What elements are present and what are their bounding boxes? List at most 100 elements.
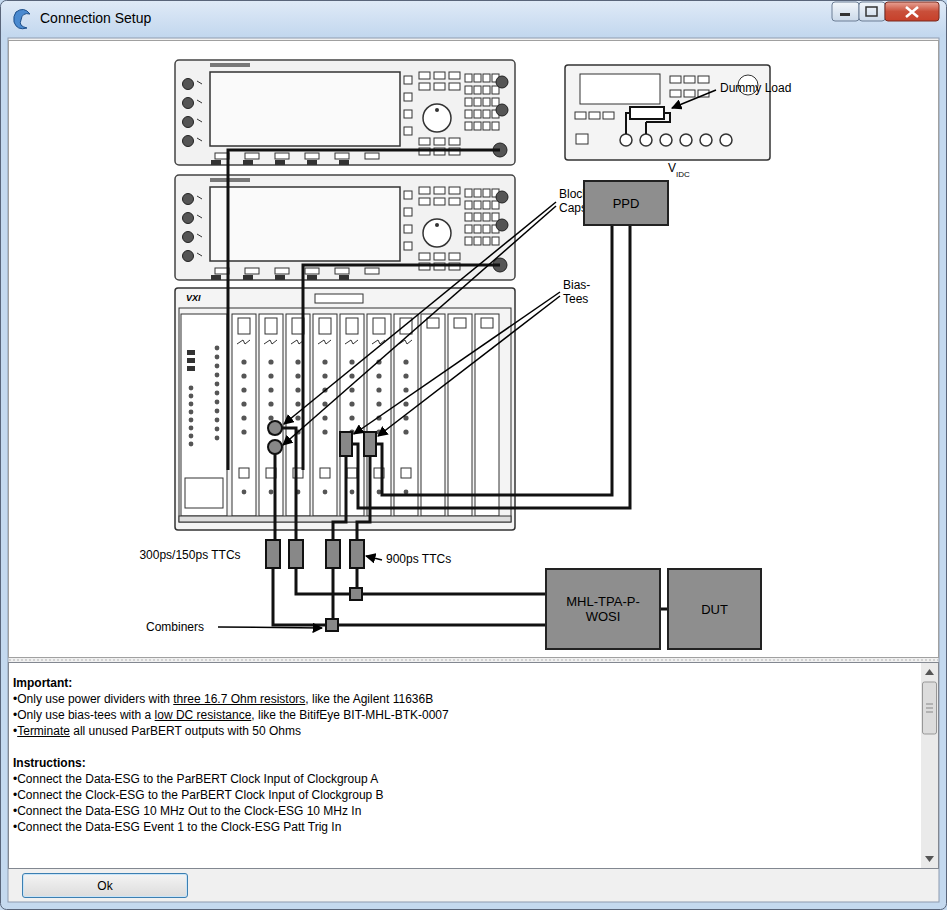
callout-label: Bias-Tees: [563, 278, 605, 306]
cable: [333, 456, 346, 540]
instruction-text: three 16.7 Ohm resistors: [173, 692, 305, 706]
leader-line: [366, 556, 382, 560]
callout-label: Combiners: [146, 620, 204, 634]
module-connector: [376, 373, 381, 378]
keypad-key: [474, 86, 481, 94]
module-slot: [448, 314, 472, 516]
side-key: [404, 110, 412, 118]
minimize-button: [832, 2, 859, 21]
module-port: [239, 468, 249, 478]
callout-label: 300ps/150ps TTCs: [132, 548, 248, 562]
ppd-box: PPD: [583, 180, 669, 226]
meter-key: [684, 76, 695, 83]
controller-led: [189, 418, 194, 423]
module-port: [347, 468, 357, 478]
function-key: [434, 83, 445, 90]
cables: [228, 150, 630, 625]
panel-line: •Connect the Data-ESG Event 1 to the Clo…: [13, 819, 913, 835]
bottom-port: [243, 275, 253, 280]
instructions-panel: Important:•Only use power dividers with …: [13, 675, 913, 835]
controller-led: [189, 386, 194, 391]
controller-key: [187, 358, 195, 363]
splitter: [9, 660, 938, 661]
controller-led: [189, 402, 194, 407]
module-label: [318, 340, 331, 344]
panel-line: [13, 739, 913, 755]
bottom-port: [275, 275, 285, 280]
voltage-subscript: IDC: [676, 168, 690, 182]
module-slot: [421, 314, 445, 516]
thumb-grip: [926, 704, 933, 712]
node-text: MHL-TPA-P-WOSI: [547, 594, 659, 624]
cable: [296, 568, 350, 594]
module-connector: [268, 373, 273, 378]
keypad-key: [483, 237, 490, 245]
instruction-text: low DC resistance: [155, 708, 252, 722]
soft-key: [305, 153, 319, 159]
cable: [376, 226, 612, 495]
controller-slot: [185, 478, 223, 508]
cable: [357, 456, 370, 540]
instruction-text: •Only use power dividers with: [13, 692, 173, 706]
blocking-cap: [268, 440, 282, 454]
section-heading: Important:: [13, 676, 72, 690]
cable: [362, 593, 545, 596]
front-connector: [183, 136, 194, 147]
instruction-text: •Only use bias-tees with a: [13, 708, 155, 722]
cable: [274, 454, 277, 540]
side-key: [404, 242, 412, 250]
module-slot: [259, 314, 283, 516]
module-connector: [295, 387, 300, 392]
keypad-key: [483, 189, 490, 197]
module-connector: [322, 429, 327, 434]
module-slot: [475, 314, 499, 516]
leader-line: [283, 206, 556, 445]
instruction-text: , like the BitifEye BIT-MHL-BTK-0007: [251, 708, 448, 722]
keypad-key: [483, 110, 490, 118]
callout-label: Dummy Load: [720, 81, 791, 95]
controller-port: [215, 400, 220, 405]
logo-strip: [210, 63, 250, 67]
module-port-dot: [323, 490, 328, 495]
bias-tee: [364, 432, 376, 456]
connector-tick: [197, 215, 202, 218]
cable: [356, 568, 359, 588]
connector-tick: [197, 253, 202, 256]
controller-key: [187, 366, 195, 371]
dummy-load-resistor: [630, 107, 664, 119]
keypad-key: [465, 86, 472, 94]
meter-terminal: [680, 134, 692, 146]
keypad-key: [483, 201, 490, 209]
meter-display: [580, 74, 660, 104]
front-connector: [183, 79, 194, 90]
function-key: [434, 198, 445, 205]
module-connector: [241, 387, 246, 392]
instruction-text: •Connect the Data-ESG 10 MHz Out to the …: [13, 804, 361, 818]
meter-key: [575, 112, 586, 119]
module-slot: [232, 314, 256, 516]
module-handle: [373, 318, 385, 334]
module-connector: [349, 373, 354, 378]
soft-key: [335, 153, 349, 159]
module-port-dot: [350, 490, 355, 495]
side-key: [404, 76, 412, 84]
rf-output: [496, 76, 508, 88]
function-key: [449, 83, 460, 90]
module-connector: [376, 401, 381, 406]
keypad-key: [465, 225, 472, 233]
leader-line: [218, 627, 322, 628]
instruction-text: •Connect the Data-ESG to the ParBERT Clo…: [13, 772, 378, 786]
module-handle: [427, 318, 439, 328]
keypad-key: [474, 237, 481, 245]
ttc-filter: [350, 540, 364, 568]
meter-terminal: [620, 134, 632, 146]
controller-port: [215, 427, 220, 432]
module-handle: [319, 318, 331, 334]
module-connector: [295, 415, 300, 420]
maximize-button: [859, 2, 885, 21]
maximize-symbol: [866, 7, 877, 16]
cable: [338, 624, 545, 627]
ttc-filter: [266, 540, 280, 568]
bottom-port: [243, 160, 253, 165]
controller-port: [215, 409, 220, 414]
